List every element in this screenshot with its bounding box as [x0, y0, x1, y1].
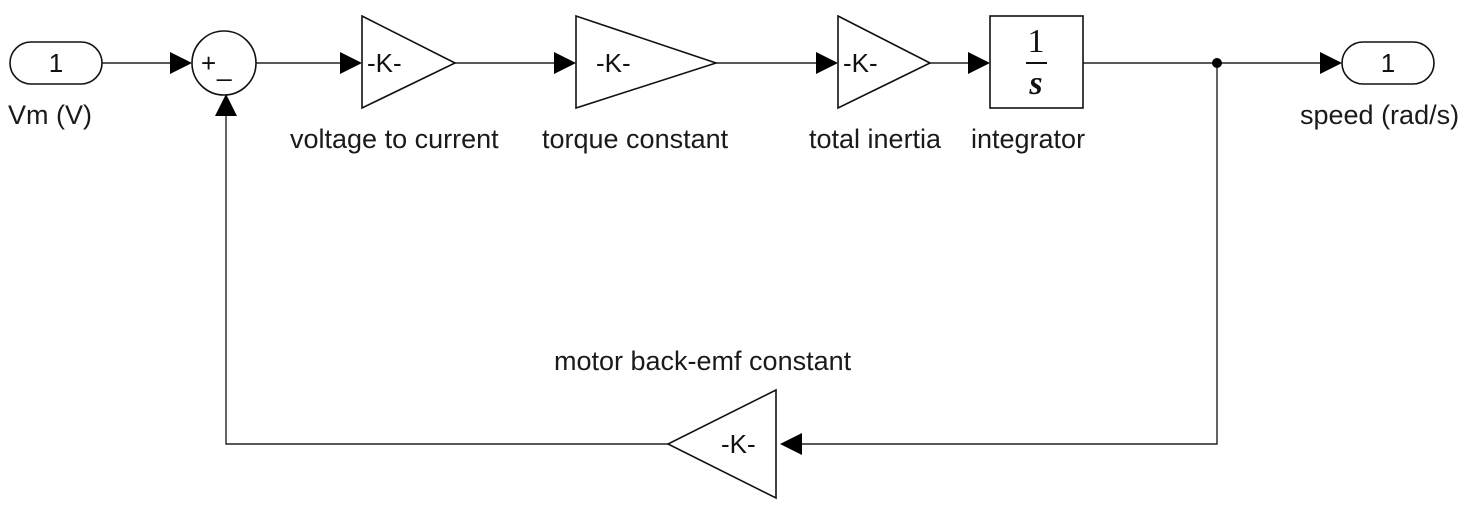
gain-voltage-to-current-value: -K-	[367, 48, 402, 78]
integrator-label: integrator	[971, 124, 1085, 154]
outport-label: speed (rad/s)	[1300, 100, 1459, 130]
gain-torque-constant-label: torque constant	[542, 124, 729, 154]
arrowhead-gain3-input	[816, 52, 838, 74]
gain-voltage-to-current-label: voltage to current	[290, 124, 499, 154]
sum-plus-sign: +	[201, 48, 216, 78]
arrowhead-gain1-input	[340, 52, 362, 74]
arrowhead-outport-input	[1320, 52, 1342, 74]
inport-block[interactable]: 1	[9, 41, 103, 85]
gain-total-inertia[interactable]: -K-	[837, 14, 932, 110]
arrowhead-integrator-input	[968, 52, 990, 74]
branch-point	[1212, 58, 1222, 68]
arrowhead-sum-feedback	[215, 94, 237, 116]
signal-lines	[102, 62, 1322, 445]
integrator-block[interactable]: 1 s	[989, 15, 1084, 109]
gain-back-emf[interactable]: -K-	[666, 388, 777, 500]
sum-minus-sign: _	[216, 52, 232, 82]
gain-total-inertia-value: -K-	[843, 48, 878, 78]
inport-number: 1	[49, 48, 63, 78]
gain-voltage-to-current[interactable]: -K-	[361, 14, 457, 110]
wire-feedback-to-sum	[225, 114, 668, 445]
arrowhead-backemf-input	[780, 433, 802, 455]
arrowheads	[170, 52, 1342, 455]
gain-torque-constant-value: -K-	[596, 48, 631, 78]
gain-torque-constant[interactable]: -K-	[575, 14, 719, 110]
integrator-numerator: 1	[1028, 23, 1045, 60]
outport-number: 1	[1381, 48, 1395, 78]
integrator-denominator: s	[1028, 65, 1042, 102]
arrowhead-gain2-input	[554, 52, 576, 74]
gain-back-emf-value: -K-	[721, 429, 756, 459]
arrowhead-sum-input	[170, 52, 192, 74]
gain-total-inertia-label: total inertia	[809, 124, 942, 154]
sum-block[interactable]: + _	[191, 30, 257, 96]
wire-feedback-branch	[800, 63, 1218, 445]
gain-back-emf-label: motor back-emf constant	[554, 346, 852, 376]
outport-block[interactable]: 1	[1341, 41, 1435, 85]
inport-label: Vm (V)	[8, 100, 92, 130]
